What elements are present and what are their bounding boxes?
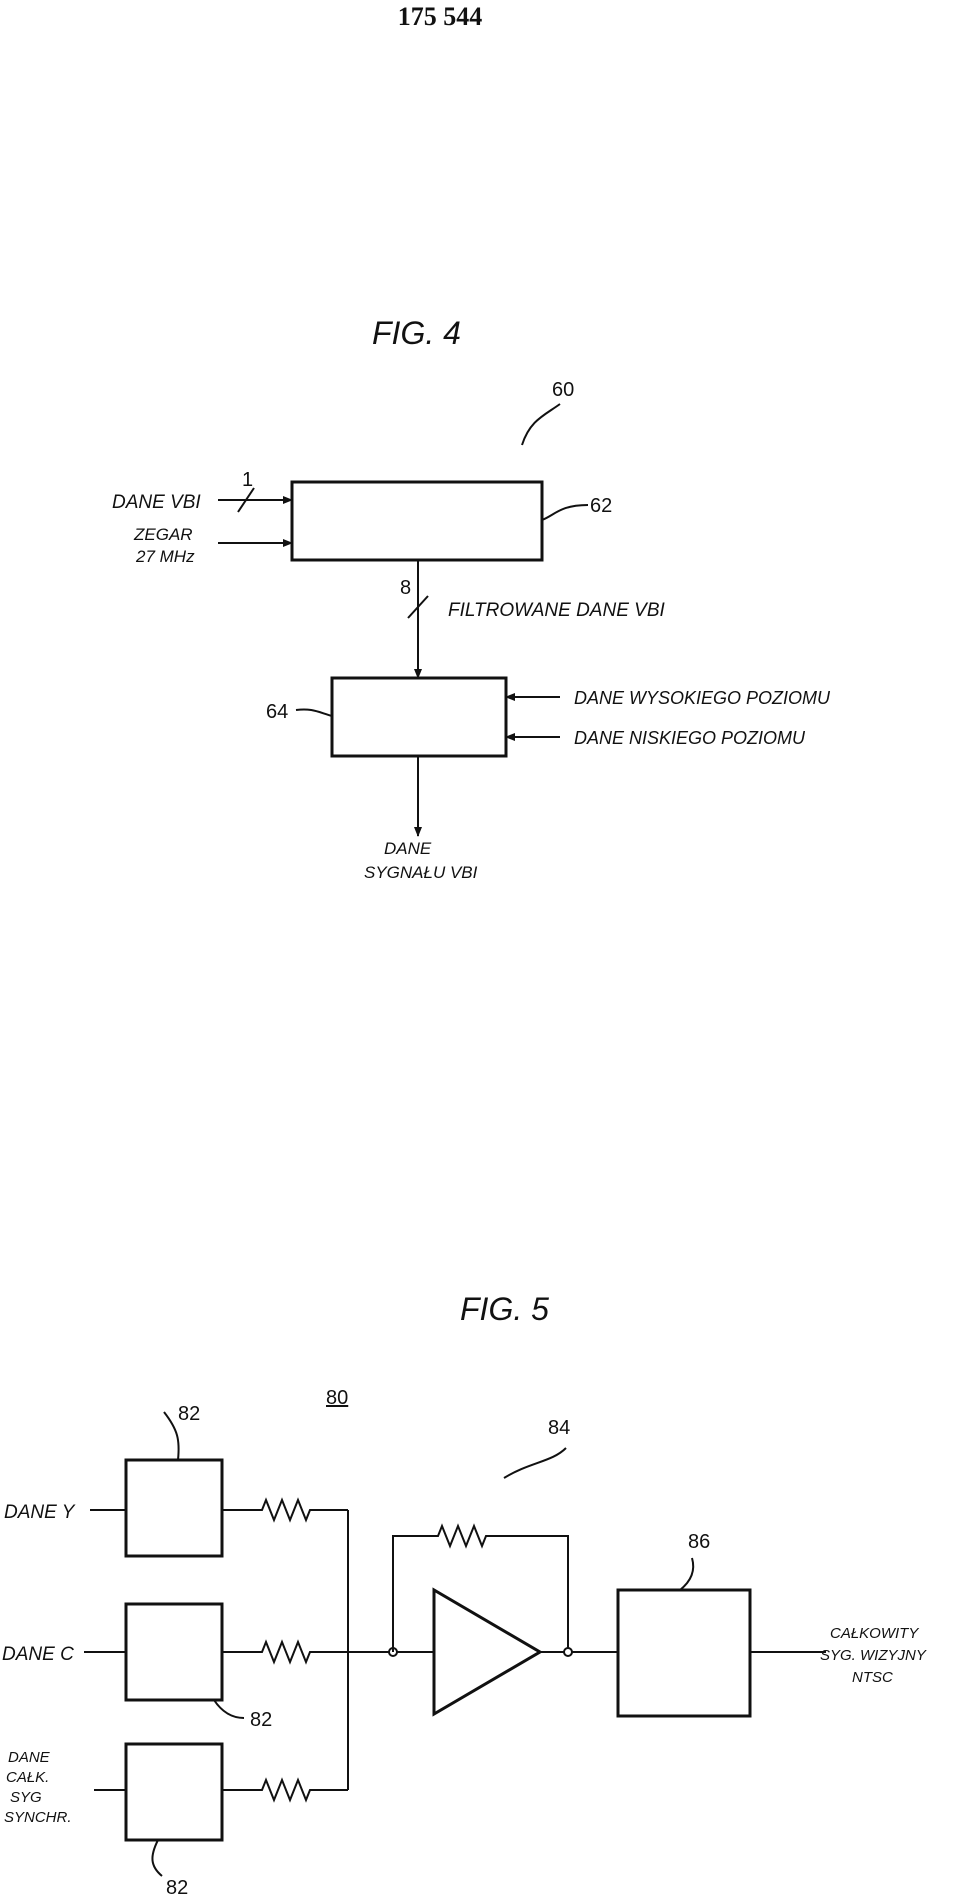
- fig5-block-82-y: [124, 1458, 224, 1558]
- fig5-ref-82-top: 82: [178, 1403, 200, 1425]
- fig5-output-l2: SYG. WIZYJNY: [820, 1647, 927, 1664]
- fig5-ref-84-leader: [503, 1447, 567, 1479]
- fig4-bus-width-8: 8: [400, 577, 411, 599]
- fig5-output-l1: CAŁKOWITY: [830, 1625, 919, 1642]
- fig4-title: FIG. 4: [372, 315, 461, 351]
- fig5-ref-82-top-leader: [163, 1411, 180, 1461]
- fig5-feedback-resistor: [392, 1523, 569, 1652]
- fig4-clock-line2: 27 MHz: [135, 547, 195, 566]
- fig4-block-64: [330, 676, 508, 758]
- fig5-ref-84: 84: [548, 1417, 570, 1439]
- fig5-block-82-sync: [124, 1742, 224, 1842]
- fig5-resistor-sync: [222, 1777, 348, 1803]
- fig5-input-sync-l1: DANE: [8, 1749, 51, 1766]
- fig4-ref-62-leader: [541, 504, 589, 521]
- fig5-input-sync-l3: SYG: [10, 1789, 42, 1806]
- fig5-input-sync-l2: CAŁK.: [6, 1769, 49, 1786]
- fig4-bus-width-1: 1: [242, 469, 253, 491]
- page-number: 175 544: [397, 2, 483, 31]
- fig4-output-line1: DANE: [384, 839, 432, 858]
- fig4-low-level-label: DANE NISKIEGO POZIOMU: [574, 728, 806, 748]
- fig5-ref-82-mid-leader: [213, 1699, 245, 1719]
- fig5-block-82-c: [124, 1602, 224, 1702]
- fig5-input-y: DANE Y: [4, 1502, 76, 1523]
- fig4-ref-60: 60: [552, 379, 574, 401]
- fig5-ref-82-bottom-leader: [151, 1839, 163, 1877]
- fig5-node-output: [563, 1647, 573, 1657]
- fig4-ref-60-leader: [521, 403, 561, 446]
- fig4-block-62: [290, 480, 544, 562]
- fig4-clock-line1: ZEGAR: [133, 525, 193, 544]
- fig4-bus-slash-1: [237, 487, 255, 513]
- fig4-output-line2: SYGNAŁU VBI: [364, 863, 478, 882]
- fig4-input-vbi: DANE VBI: [112, 492, 201, 513]
- fig5-resistor-c: [222, 1639, 348, 1665]
- fig4-ref-64: 64: [266, 701, 288, 723]
- fig5-ref-86: 86: [688, 1531, 710, 1553]
- fig5-amplifier-84: [432, 1587, 543, 1717]
- fig5-title: FIG. 5: [460, 1291, 549, 1327]
- fig5-ref-82-bottom: 82: [166, 1877, 188, 1899]
- fig5-input-c: DANE C: [2, 1644, 74, 1665]
- fig4-ref-62: 62: [590, 495, 612, 517]
- fig5: FIG. 5 80 82 DANE Y DANE C 82 DANE CAŁK.…: [2, 1291, 927, 1899]
- fig4-high-level-label: DANE WYSOKIEGO POZIOMU: [574, 688, 831, 708]
- fig4-filtered-label: FILTROWANE DANE VBI: [448, 600, 665, 621]
- fig5-input-sync-l4: SYNCHR.: [4, 1809, 72, 1826]
- fig5-ref-82-mid: 82: [250, 1709, 272, 1731]
- fig4: FIG. 4 60 62 DANE VBI 1 ZEGAR 27 MHz 8 F…: [112, 315, 831, 882]
- fig5-output-l3: NTSC: [852, 1669, 893, 1686]
- fig5-ref-80: 80: [326, 1387, 348, 1409]
- fig5-ref-86-leader: [679, 1557, 695, 1591]
- fig5-block-86: [616, 1588, 752, 1718]
- fig5-resistor-y: [222, 1497, 348, 1523]
- fig4-ref-64-leader: [295, 708, 333, 717]
- fig4-bus-slash-8: [407, 595, 429, 619]
